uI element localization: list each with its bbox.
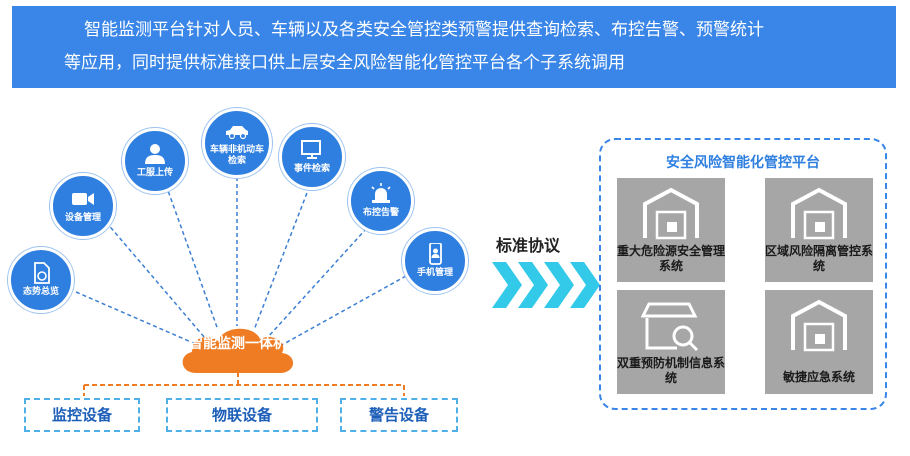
connector-line: [279, 275, 407, 347]
car-icon: [226, 125, 248, 139]
monitor-icon: [301, 140, 321, 159]
store-search-icon: [641, 302, 699, 352]
feature-device-management[interactable]: 设备管理: [50, 173, 116, 239]
device-warning: 警告设备: [340, 398, 458, 432]
warehouse-icon: [643, 187, 699, 240]
description-banner: 智能监测平台针对人员、车辆以及各类安全管控类预警提供查询检索、布控告警、预警统计…: [12, 6, 896, 88]
feature-label: 车辆非机动车检索: [209, 144, 264, 166]
connector-line: [267, 217, 377, 338]
connector-line: [253, 179, 313, 331]
hub-cloud: [182, 328, 294, 373]
device-monitoring: 监控设备: [24, 398, 140, 432]
system-name: 区域风险隔离管控系统: [765, 244, 874, 273]
feature-label: 设备管理: [64, 213, 101, 223]
feature-alarm-control[interactable]: 布控告警: [348, 168, 414, 234]
document-chart-icon: [34, 262, 50, 284]
banner-line-1: 智能监测平台针对人员、车辆以及各类安全管控类预警提供查询检索、布控告警、预警统计: [84, 20, 764, 40]
video-camera-icon: [72, 193, 94, 205]
hub-label: 智能监测一体机: [189, 336, 287, 352]
feature-label: 态势总览: [22, 287, 59, 297]
alarm-light-icon: [371, 183, 391, 203]
connector-line: [105, 221, 206, 339]
system-name: 重大危险源安全管理系统: [617, 244, 726, 273]
system-tile-hazard-source[interactable]: 重大危险源安全管理系统: [617, 178, 725, 282]
system-tile-dual-prevention[interactable]: 双重预防机制信息系统: [617, 290, 725, 394]
feature-vehicle-search[interactable]: 车辆非机动车检索: [202, 108, 272, 178]
banner-line-2: 等应用，同时提供标准接口供上层安全风险智能化管控平台各个子系统调用: [64, 53, 625, 73]
platform-title: 安全风险智能化管控平台: [666, 155, 820, 171]
protocol-arrows: [492, 262, 600, 308]
connector-line: [75, 291, 199, 346]
warehouse-icon: [791, 187, 847, 240]
device-bracket: [83, 372, 405, 396]
system-name: 敏捷应急系统: [782, 370, 855, 384]
system-tile-emergency[interactable]: 敏捷应急系统: [765, 290, 873, 394]
person-icon: [145, 144, 165, 164]
device-iot: 物联设备: [166, 398, 318, 432]
feature-phone-management[interactable]: 手机管理: [402, 228, 468, 294]
feature-situation-overview[interactable]: 态势总览: [8, 247, 74, 313]
feature-label: 手机管理: [416, 268, 453, 278]
platform-container: [599, 138, 887, 410]
feature-uniform-upload[interactable]: 工服上传: [122, 128, 188, 194]
system-tile-area-isolation[interactable]: 区域风险隔离管控系统: [765, 178, 873, 282]
protocol-label: 标准协议: [496, 236, 561, 255]
feature-label: 布控告警: [362, 208, 399, 218]
system-name: 双重预防机制信息系统: [617, 356, 726, 385]
feature-label: 事件检索: [293, 164, 330, 174]
connector-line: [165, 184, 219, 331]
mobile-phone-icon: [429, 243, 442, 265]
feature-event-search[interactable]: 事件检索: [279, 124, 345, 190]
feature-label: 工服上传: [136, 168, 173, 178]
warehouse-icon: [791, 299, 847, 352]
